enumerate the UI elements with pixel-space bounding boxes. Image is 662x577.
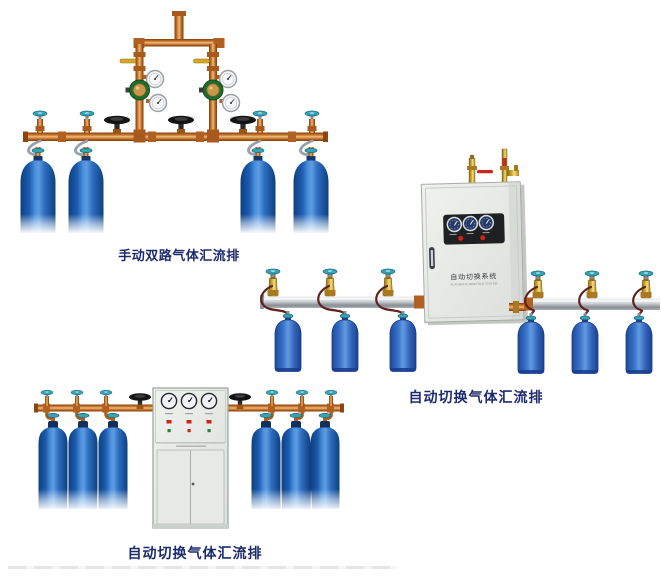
bar-valve xyxy=(324,273,336,297)
red-lever xyxy=(477,170,493,174)
gas-cylinder xyxy=(67,421,99,511)
red-button xyxy=(457,235,464,242)
gas-cylinder xyxy=(67,156,105,234)
manifold-pipe xyxy=(228,404,342,412)
bar-valve xyxy=(382,273,394,297)
manual-dual-manifold-illustration xyxy=(19,11,330,234)
pressure-gauge xyxy=(462,215,479,232)
shutoff-lever xyxy=(119,58,137,64)
gas-cylinder xyxy=(389,310,417,372)
auto-switch-floor-manifold-illustration xyxy=(34,387,344,529)
control-cabinet: 自动切换系统 AUTOMATIC MANIFOLD SYSTEM xyxy=(420,181,528,326)
pressure-gauge xyxy=(180,392,198,410)
bar-valve xyxy=(267,273,279,297)
pressure-gauge xyxy=(221,93,241,113)
caption-manual-dual-manifold: 手动双路气体汇流排 xyxy=(118,248,240,263)
valve-handwheel xyxy=(104,115,130,134)
cabinet-sublabel: AUTOMATIC MANIFOLD SYSTEM xyxy=(450,281,497,286)
pressure-gauge xyxy=(478,214,495,231)
gas-cylinder xyxy=(292,156,330,234)
pressure-gauge xyxy=(446,216,463,233)
caption-auto-switch-floor: 自动切换气体汇流排 xyxy=(127,545,263,561)
gas-cylinder xyxy=(309,421,341,511)
pigtail-hose xyxy=(27,139,314,156)
pressure-gauge xyxy=(200,392,218,410)
auto-switch-wall-manifold-illustration: 自动切换系统 AUTOMATIC MANIFOLD SYSTEM xyxy=(260,148,660,374)
gas-cylinder xyxy=(250,421,282,511)
cabinet-top-valves xyxy=(467,148,519,185)
red-button xyxy=(479,234,486,241)
regulator xyxy=(198,79,224,101)
gas-cylinder xyxy=(97,421,129,511)
pressure-gauge xyxy=(145,69,165,89)
pressure-gauge xyxy=(148,93,168,113)
manifold-bar xyxy=(524,298,660,310)
gas-cylinder xyxy=(37,421,69,511)
valve-handwheel xyxy=(230,115,256,134)
gas-cylinder xyxy=(280,421,312,511)
riser-valves xyxy=(40,389,338,406)
manifold-pipe xyxy=(36,404,153,412)
shutoff-lever xyxy=(193,58,210,64)
cylinder-connection xyxy=(32,110,320,133)
gas-cylinder xyxy=(274,310,302,372)
valve-handwheel xyxy=(168,115,194,134)
caption-auto-switch-wall: 自动切换气体汇流排 xyxy=(408,389,544,405)
floor-cabinet xyxy=(152,387,229,529)
cabinet-label: 自动切换系统 xyxy=(450,271,497,281)
regulator xyxy=(125,79,150,101)
pigtail-hose xyxy=(260,284,647,318)
gas-cylinder xyxy=(331,310,359,372)
manifold-bar xyxy=(262,296,424,308)
gas-cylinder xyxy=(571,312,599,374)
cylinder-valves xyxy=(46,413,332,422)
gas-cylinder xyxy=(239,156,277,234)
pressure-gauge xyxy=(160,392,178,410)
adjacent-image-edge xyxy=(8,566,396,569)
gas-cylinder xyxy=(625,312,653,374)
gas-cylinder xyxy=(19,156,57,234)
